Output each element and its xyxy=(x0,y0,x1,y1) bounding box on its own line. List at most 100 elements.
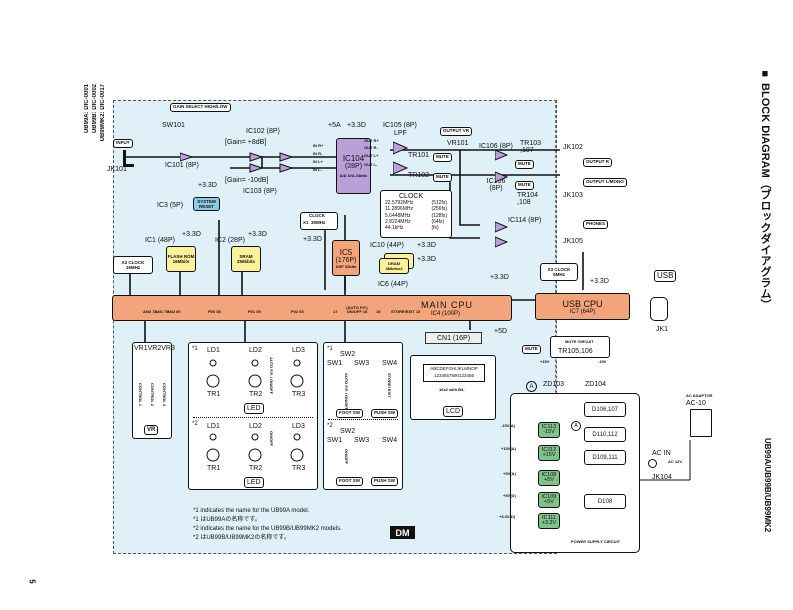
gain-low-label: [Gain= -10dB] xyxy=(225,177,269,184)
ld1-label-2: LD1 xyxy=(207,423,220,430)
code-ub99b: DIC-0002 xyxy=(92,84,98,110)
pin-on-off: (AUTO F.P.) ON/OFF 16 xyxy=(346,305,368,314)
ic106a-label: IC106 (8P) xyxy=(479,143,513,150)
tr104-label: TR104 ,108 xyxy=(517,192,539,206)
codec-power-5a: +5A xyxy=(328,122,341,129)
ac-adaptor-label: AC ADAPTOR xyxy=(686,393,713,398)
codec-in-r-minus: IN R- xyxy=(313,151,323,156)
model-ub99a: UB99A: xyxy=(84,111,90,134)
codec-power-33d: +3.3D xyxy=(347,122,366,129)
pin-p00: P00 58 xyxy=(208,309,221,314)
page-title: ■ BLOCK DIAGRAM（ブロックダイアグラム） xyxy=(759,68,771,310)
ld2-label-2: LD2 xyxy=(249,423,262,430)
foot-switch-2[interactable]: FOOT SW xyxy=(336,477,363,486)
mute-circuit-box: MUTE CIRCUIT TR105,106 xyxy=(550,336,610,358)
ic104-codec: IC104 (28P) A/D D/A 24bits xyxy=(336,138,371,194)
side-models: UB99A/UB99B/UB99MK2 xyxy=(763,438,772,533)
ac-adaptor-model: AC-10 xyxy=(686,400,706,407)
foot-switch-1[interactable]: FOOT SW xyxy=(336,409,363,418)
tr2-label: TR2 xyxy=(249,391,263,398)
clock-fs-3: (128fs) xyxy=(431,212,447,219)
rail-plus15a: +15V(A) xyxy=(501,446,517,451)
codec-out-l-plus: OUT L+ xyxy=(364,153,379,158)
sw-mark-1: *1 xyxy=(327,346,333,352)
lpf-label: LPF xyxy=(394,130,407,137)
cn1-connector: CN1 (16P) xyxy=(425,332,482,344)
mute-badge-3: MUTE xyxy=(515,160,534,169)
switch-block: *1 SW2 SW1 SW3 SW4 AUTO F.P. / ON/OFF ST… xyxy=(323,342,403,490)
code-ub99a: DIC-0001 xyxy=(84,84,90,110)
ld3-label: LD3 xyxy=(292,347,305,354)
ic10-label: IC10 (44P) xyxy=(370,242,404,249)
clock-x3-title: CLOCK xyxy=(554,267,571,272)
system-reset-ic: SYSTEM RESET xyxy=(193,197,220,211)
ld2-note-2: ON/OFF xyxy=(269,431,274,447)
sw2-note-1: AUTO F.P. / ON/OFF xyxy=(344,373,349,411)
clock-x2-id: X2 xyxy=(121,260,128,265)
ic5-desc: DSP 32bits xyxy=(335,263,357,269)
pin-p02: P02 60 xyxy=(291,309,304,314)
ic5-pins: (176P) xyxy=(335,256,357,264)
opamp-icons xyxy=(180,152,294,173)
ic6-label: IC6 (44P) xyxy=(378,281,408,288)
ic101-label: IC101 (8P) xyxy=(165,162,199,169)
clock-x2-freq: 16MHz xyxy=(125,265,141,270)
ic111-name: IC111 xyxy=(542,514,556,521)
clock-x1-title: CLOCK xyxy=(309,213,325,218)
ic112-name: IC112 xyxy=(541,446,557,453)
vr-badge: VR xyxy=(144,425,159,435)
zd104-label: ZD104 xyxy=(585,381,607,388)
ic111-voltage: +3.3V xyxy=(541,520,557,526)
code-ub99mk2: DIC-0017 xyxy=(100,84,106,110)
clock-freq-5: 44.1kHz xyxy=(385,225,404,231)
sw3-label: SW3 xyxy=(354,360,370,367)
usb-connector-icon[interactable] xyxy=(650,297,668,321)
sw1-label: SW1 xyxy=(327,360,343,367)
ic6-dram: DRAM 4Mbitsx2 xyxy=(379,258,409,274)
led-transistor-icons xyxy=(206,359,304,462)
main-cpu-ic: IC4 (100P) xyxy=(431,311,461,317)
clock-freq-1: 22.5792MHz xyxy=(385,200,414,206)
clock-frequency-box: CLOCK 22.5792MHz(512fs) 11.2896MHz(256fs… xyxy=(380,190,452,238)
jk1-label: JK1 xyxy=(656,326,669,333)
phones-jack[interactable]: PHONES xyxy=(583,220,609,229)
ic109-name: IC109 xyxy=(541,493,557,500)
push-switch-2[interactable]: PUSH SW xyxy=(371,477,399,486)
ic109-regulator: IC109+5V xyxy=(538,492,560,508)
input-label: INPUT xyxy=(113,139,133,148)
ac-in-jack-icon[interactable] xyxy=(648,459,657,468)
input-jack-icon[interactable] xyxy=(123,150,134,167)
diode-d106-107: D106,107 xyxy=(584,402,626,417)
push-switch-1[interactable]: PUSH SW xyxy=(371,409,399,418)
gain-select-label: GAIN SELECT HIGH/LOW xyxy=(170,103,231,112)
clock-x3-id: X3 xyxy=(547,267,554,272)
ic104-pins: (28P) xyxy=(344,163,363,170)
pin-15: 15 xyxy=(376,309,381,314)
note-2-ja: *2 はUB99B/UB99MK2の名称です。 xyxy=(193,535,290,541)
output-l-mono-jack[interactable]: OUTPUT L/MONO xyxy=(583,178,627,187)
page-number: 5 xyxy=(27,579,37,584)
pin-p01: P01 59 xyxy=(248,309,261,314)
pin-an1: AN1 79 xyxy=(155,309,169,314)
lcd-module: ABCDEFGHIJKLMNOP 1234567890123456 16x2 w… xyxy=(410,355,496,420)
tr2-label-2: TR2 xyxy=(249,465,263,472)
zd103-label: ZD103 xyxy=(543,381,565,388)
clock-x1-freq: 30MHz xyxy=(311,219,326,225)
ac-plug-label: AC 12V xyxy=(668,459,683,464)
dram-power-2: +3.3D xyxy=(417,256,436,263)
clock-x2-title: CLOCK xyxy=(128,260,145,265)
ic112-regulator: IC112+15V xyxy=(538,445,560,461)
vr1-label: VR1 xyxy=(134,345,148,352)
sw-divider xyxy=(328,419,398,420)
clock-x3-box: X3 CLOCK 6MHz xyxy=(540,263,578,281)
output-r-jack[interactable]: OUTPUT R xyxy=(583,158,612,167)
clock-freq-3: 5.6448MHz xyxy=(385,212,411,219)
diode-d109-111: D109,111 xyxy=(584,450,626,465)
clock-fs-2: (256fs) xyxy=(431,206,447,213)
clock-title: CLOCK xyxy=(399,193,424,200)
power-supply-block: D106,107 D110,112 D109,111 D108 A -15V(A… xyxy=(499,393,640,553)
jk104-label: JK104 xyxy=(652,474,672,481)
lcd-line-1: ABCDEFGHIJKLMNOP xyxy=(430,366,478,371)
mute-circuit-title: MUTE CIRCUIT xyxy=(565,339,594,344)
model-ub99b: UB99B: xyxy=(92,111,98,134)
